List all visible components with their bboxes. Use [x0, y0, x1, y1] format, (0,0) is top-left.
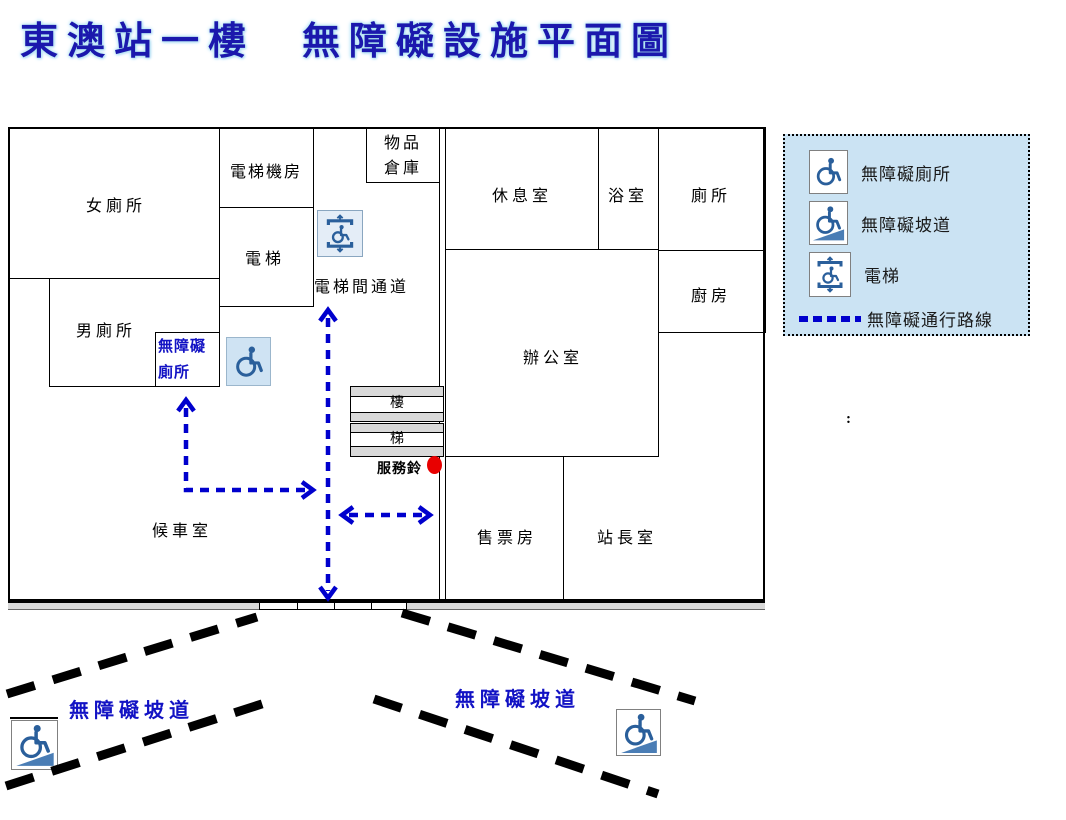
room-elevator: [219, 207, 314, 307]
elevator-icon: [317, 210, 363, 257]
stair-bar: [350, 446, 444, 457]
service-bell-dot: [427, 456, 442, 474]
accessible-toilet-icon: [809, 150, 848, 194]
legend-label: 電梯: [864, 267, 900, 286]
label-toilet: 廁所: [691, 188, 732, 205]
stairs-label-2: 梯: [390, 432, 404, 447]
room-accessible-toilet: [155, 332, 220, 387]
stray-mark: :: [846, 411, 851, 427]
room-stationmaster-wall: [563, 456, 564, 601]
label-accessible-toilet: 無障礙 廁所: [158, 339, 207, 381]
label-ramp-right: 無障礙坡道: [455, 689, 580, 711]
label-elevator-passage: 電梯間通道: [314, 279, 410, 296]
label-ticket-office: 售票房: [477, 530, 538, 547]
label-elevator-machine: 電梯機房: [230, 164, 303, 181]
legend-label: 無障礙通行路線: [867, 311, 993, 330]
accessible-ramp-icon-right: [616, 709, 661, 756]
accessible-ramp-icon-left: [11, 720, 58, 770]
legend-item-accessible-toilet: 無障礙廁所: [809, 150, 951, 194]
stairs-label-1: 樓: [390, 396, 404, 411]
label-storage: 物品 倉庫: [383, 135, 422, 177]
legend-item-accessible-ramp: 無障礙坡道: [809, 201, 951, 245]
corridor-wall: [439, 127, 440, 601]
label-station-master: 站長室: [597, 530, 658, 547]
label-rest-room: 休息室: [492, 188, 553, 205]
page-title: 東澳站一樓 無障礙設施平面圖: [20, 21, 679, 63]
label-office: 辦公室: [523, 350, 584, 367]
label-male-toilet: 男廁所: [76, 323, 137, 340]
label-kitchen: 廚房: [691, 288, 732, 305]
label-female-toilet: 女廁所: [86, 198, 147, 215]
label-ramp-left: 無障礙坡道: [69, 700, 194, 722]
building-outline: [8, 127, 765, 601]
entrance-door: [259, 602, 407, 610]
elevator-icon: [809, 252, 851, 297]
legend-label: 無障礙廁所: [861, 164, 951, 184]
label-service-bell: 服務鈴: [377, 460, 422, 476]
accessible-route-dash: [799, 315, 861, 322]
label-elevator: 電梯: [245, 251, 286, 268]
ramp-line-left: [10, 717, 58, 719]
legend-box: 無障礙廁所 無障礙坡道: [783, 134, 1030, 336]
stair-bar: [350, 412, 444, 422]
stair-row-lou: 樓: [350, 396, 444, 413]
label-bath-room: 浴室: [608, 188, 649, 205]
label-waiting-room: 候車室: [152, 523, 213, 540]
legend-item-accessible-route: 無障礙通行路線: [799, 306, 993, 331]
legend-label: 無障礙坡道: [861, 215, 951, 235]
legend-item-elevator: 電梯: [809, 252, 900, 297]
stair-row-ti: 梯: [350, 432, 444, 447]
accessible-toilet-icon: [226, 337, 271, 386]
accessible-ramp-icon: [809, 201, 848, 245]
